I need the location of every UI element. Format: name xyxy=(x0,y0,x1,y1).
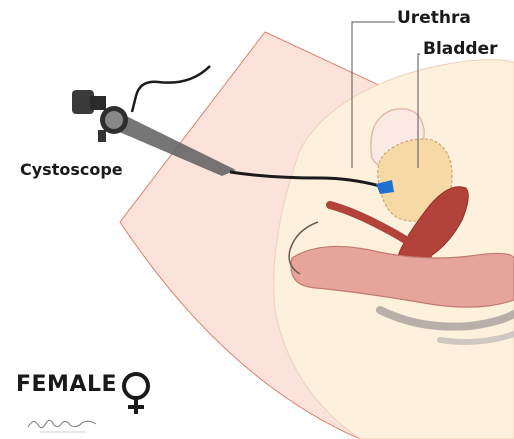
bladder-label: Bladder xyxy=(423,41,498,58)
cystoscope-label: Cystoscope xyxy=(20,162,123,178)
cystoscope-cable xyxy=(132,66,210,112)
artist-signature xyxy=(26,415,102,435)
female-label: FEMALE xyxy=(16,374,117,396)
female-symbol-icon xyxy=(124,374,148,414)
urethra-label: Urethra xyxy=(397,10,471,27)
cystoscope-icon xyxy=(72,90,128,142)
